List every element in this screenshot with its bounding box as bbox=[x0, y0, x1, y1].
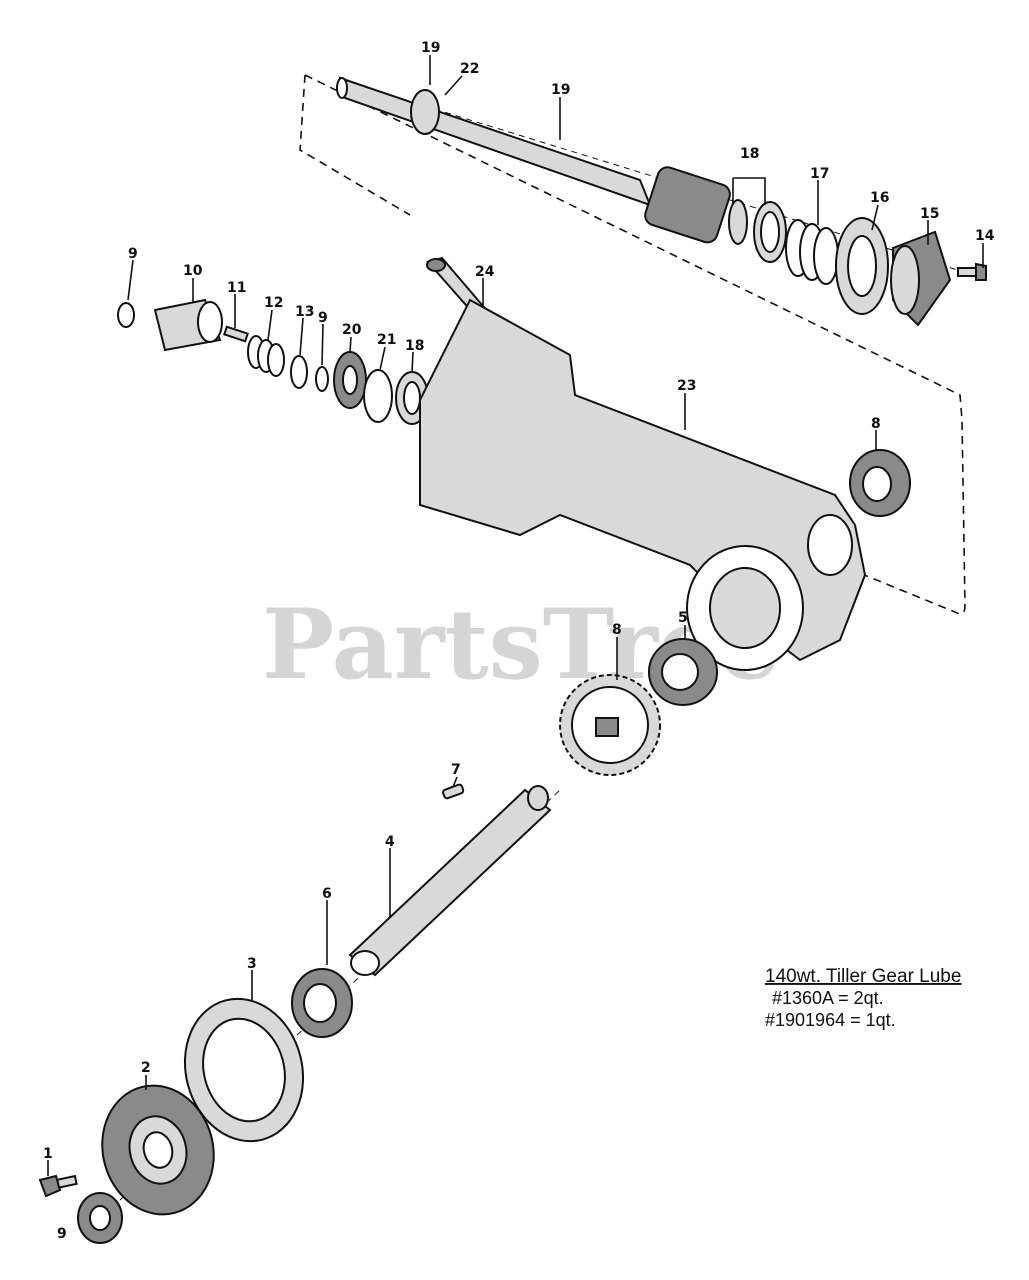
part-8-bearing-right[interactable] bbox=[849, 449, 911, 517]
callout-14: 14 bbox=[975, 228, 995, 244]
callout-labels: 19 22 19 18 17 16 15 14 24 9 10 11 12 13… bbox=[43, 40, 995, 1242]
part-1-bolt[interactable] bbox=[38, 1174, 78, 1198]
callout-16: 16 bbox=[870, 190, 889, 206]
assembly-group-outline bbox=[299, 74, 966, 615]
callout-15: 15 bbox=[920, 206, 939, 222]
callout-8-right: 8 bbox=[871, 416, 881, 432]
callout-18-upper: 18 bbox=[740, 146, 759, 162]
callout-20: 20 bbox=[342, 322, 362, 338]
part-12-spring[interactable] bbox=[247, 335, 285, 377]
part-9-ring-mid[interactable] bbox=[315, 366, 329, 392]
callout-19-top: 19 bbox=[421, 40, 440, 56]
part-16-gasket[interactable] bbox=[835, 217, 889, 315]
part-5-bearing[interactable] bbox=[648, 638, 718, 706]
lube-note-line-1: #1360A = 2qt. bbox=[772, 988, 884, 1008]
part-17-spring[interactable] bbox=[785, 219, 839, 285]
callout-7: 7 bbox=[451, 762, 461, 778]
callout-23: 23 bbox=[677, 378, 696, 394]
part-14-bolt[interactable] bbox=[957, 262, 987, 281]
lube-note-title: 140wt. Tiller Gear Lube bbox=[765, 966, 961, 987]
callout-22: 22 bbox=[460, 61, 479, 77]
leader-lines bbox=[47, 55, 984, 1176]
part-4-shaft[interactable] bbox=[348, 785, 552, 977]
part-18-bearing-cup-upper[interactable] bbox=[753, 201, 787, 263]
callout-10: 10 bbox=[183, 263, 203, 279]
callout-2: 2 bbox=[141, 1060, 151, 1076]
part-6-bearing[interactable] bbox=[291, 968, 353, 1038]
part-20-bearing[interactable] bbox=[333, 351, 367, 409]
callout-9-bottom: 9 bbox=[57, 1226, 67, 1242]
part-15-cover[interactable] bbox=[890, 230, 952, 327]
part-11-pin[interactable] bbox=[223, 325, 249, 343]
callout-9-mid: 9 bbox=[318, 310, 328, 326]
callout-24: 24 bbox=[475, 264, 495, 280]
callout-11: 11 bbox=[227, 280, 246, 296]
callout-12: 12 bbox=[264, 295, 283, 311]
callout-6: 6 bbox=[322, 886, 332, 902]
callout-3: 3 bbox=[247, 956, 257, 972]
part-8-gear[interactable] bbox=[559, 674, 661, 776]
part-21-snap-ring[interactable] bbox=[363, 369, 393, 423]
part-19-worm-shaft[interactable] bbox=[336, 76, 748, 245]
callout-17: 17 bbox=[810, 166, 829, 182]
part-13-washer[interactable] bbox=[290, 355, 308, 389]
part-9-ring-left[interactable] bbox=[117, 302, 135, 328]
part-2-cover[interactable] bbox=[88, 1073, 228, 1227]
lube-note: 140wt. Tiller Gear Lube #1360A = 2qt. #1… bbox=[765, 966, 961, 1030]
callout-8-gear: 8 bbox=[612, 622, 622, 638]
callout-19: 19 bbox=[551, 82, 570, 98]
part-7-key[interactable] bbox=[442, 783, 465, 800]
callout-13: 13 bbox=[295, 304, 314, 320]
callout-21: 21 bbox=[377, 332, 396, 348]
part-3-gasket[interactable] bbox=[169, 985, 318, 1154]
part-9-seal[interactable] bbox=[77, 1192, 123, 1244]
part-23-housing[interactable] bbox=[419, 298, 867, 671]
callout-18-lower: 18 bbox=[405, 338, 424, 354]
lube-note-line-2: #1901964 = 1qt. bbox=[765, 1010, 896, 1030]
callout-9-left: 9 bbox=[128, 246, 138, 262]
callout-4: 4 bbox=[385, 834, 395, 850]
part-10-sleeve[interactable] bbox=[153, 298, 223, 352]
callout-5: 5 bbox=[678, 610, 688, 626]
callout-1: 1 bbox=[43, 1146, 53, 1162]
